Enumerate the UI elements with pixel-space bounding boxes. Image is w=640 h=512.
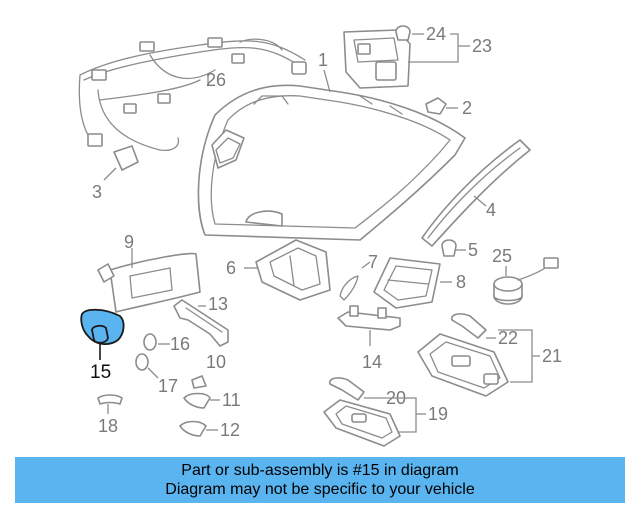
- part-10-clip: [191, 375, 207, 389]
- part-6-bracket: [244, 239, 331, 301]
- part-17-ring: [135, 353, 159, 379]
- callout-17: 17: [158, 376, 178, 396]
- part-3-clip: [103, 145, 139, 181]
- banner-line-1: Part or sub-assembly is #15 in diagram: [181, 462, 459, 479]
- part-20-bulb: [328, 377, 384, 401]
- callout-23: 23: [472, 36, 492, 56]
- part-14-mount: [337, 305, 401, 346]
- part-19-map-lamp: [323, 397, 426, 447]
- callout-25: 25: [492, 246, 512, 266]
- part-15-mirror-highlighted: [80, 308, 125, 360]
- info-banner: Part or sub-assembly is #15 in diagram D…: [15, 457, 625, 503]
- part-12-clip: [179, 420, 218, 437]
- part-13-grab-handle: [173, 299, 229, 347]
- part-9-sun-visor: [97, 248, 201, 313]
- banner-line-2: Diagram may not be specific to your vehi…: [165, 481, 475, 498]
- part-23-console: [343, 25, 470, 89]
- part-5-cap: [441, 239, 466, 257]
- callout-13: 13: [208, 294, 228, 314]
- part-11-clip: [183, 392, 220, 409]
- part-22-bulb: [450, 313, 496, 339]
- callout-5: 5: [468, 240, 478, 260]
- callout-22: 22: [498, 328, 518, 348]
- callout-11: 11: [222, 390, 241, 410]
- callout-26: 26: [206, 70, 226, 90]
- part-1-headliner: [197, 69, 466, 241]
- callout-3: 3: [92, 182, 102, 202]
- callout-10: 10: [206, 352, 226, 372]
- callout-14: 14: [362, 352, 382, 372]
- part-18-hook: [97, 394, 123, 414]
- part-4-pillar-trim: [421, 139, 531, 247]
- callout-2: 2: [462, 98, 472, 118]
- callout-4: 4: [486, 200, 496, 220]
- part-7-seal: [339, 261, 371, 301]
- callout-19: 19: [428, 404, 448, 424]
- callout-12: 12: [220, 420, 240, 440]
- callout-6: 6: [226, 258, 236, 278]
- parts-diagram: 26 3 1 24 23 2 4: [78, 24, 562, 447]
- part-26-wiring-harness: [78, 37, 307, 151]
- part-2-bracket: [425, 97, 458, 115]
- callout-24: 24: [426, 24, 446, 44]
- callout-8: 8: [456, 272, 466, 292]
- part-25-sensor: [493, 257, 559, 305]
- callout-16: 16: [170, 334, 190, 354]
- callout-1: 1: [318, 50, 328, 70]
- callout-9: 9: [124, 232, 134, 252]
- callout-7: 7: [368, 252, 378, 272]
- callout-21: 21: [542, 346, 562, 366]
- callout-15: 15: [90, 362, 111, 383]
- part-16-ring: [143, 333, 170, 351]
- part-8-lamp-housing: [373, 257, 452, 309]
- part-21-dome-lamp: [417, 329, 540, 397]
- callout-18: 18: [98, 416, 118, 436]
